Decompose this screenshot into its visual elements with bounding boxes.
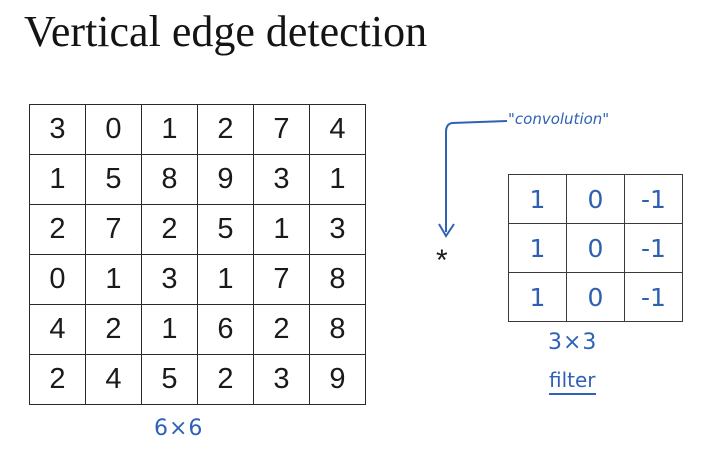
convolution-annotation: "convolution" [508, 110, 610, 128]
filter-matrix-cell: -1 [624, 174, 683, 224]
input-matrix-cell: 8 [309, 254, 366, 305]
input-matrix-cell: 5 [197, 204, 254, 255]
input-matrix-cell: 2 [29, 204, 86, 255]
filter-matrix-cell: 1 [508, 272, 567, 322]
filter-matrix-cell: -1 [624, 272, 683, 322]
convolution-arrow-head [438, 223, 455, 238]
input-matrix-cell: 5 [85, 154, 142, 205]
input-matrix-cell: 8 [141, 154, 198, 205]
input-matrix-cell: 7 [253, 104, 310, 155]
input-matrix-cell: 3 [253, 154, 310, 205]
input-matrix-cell: 1 [309, 154, 366, 205]
input-matrix-cell: 4 [309, 104, 366, 155]
input-matrix-cell: 3 [253, 354, 310, 405]
input-matrix-cell: 1 [141, 304, 198, 355]
input-matrix-cell: 3 [309, 204, 366, 255]
filter-matrix-cell: 0 [566, 174, 625, 224]
input-matrix-cell: 7 [85, 204, 142, 255]
filter-matrix-cell: -1 [624, 223, 683, 273]
input-matrix-cell: 7 [253, 254, 310, 305]
filter-size-label: 3×3 [548, 330, 598, 355]
input-matrix-cell: 4 [85, 354, 142, 405]
input-matrix-cell: 1 [29, 154, 86, 205]
convolution-operator: * [436, 244, 448, 277]
input-matrix-cell: 2 [253, 304, 310, 355]
filter-matrix-cell: 0 [566, 272, 625, 322]
input-matrix-cell: 9 [309, 354, 366, 405]
input-size-label: 6×6 [154, 416, 204, 441]
input-matrix-cell: 1 [85, 254, 142, 305]
input-matrix-cell: 2 [85, 304, 142, 355]
input-matrix-cell: 0 [85, 104, 142, 155]
slide-title: Vertical edge detection [24, 7, 428, 56]
filter-matrix-cell: 1 [508, 174, 567, 224]
filter-caption: filter [549, 368, 596, 395]
input-matrix-cell: 2 [197, 354, 254, 405]
input-matrix-cell: 6 [197, 304, 254, 355]
input-matrix-cell: 1 [197, 254, 254, 305]
input-matrix-cell: 2 [29, 354, 86, 405]
filter-matrix-cell: 0 [566, 223, 625, 273]
input-matrix-cell: 1 [253, 204, 310, 255]
input-matrix-cell: 5 [141, 354, 198, 405]
filter-matrix-cell: 1 [508, 223, 567, 273]
input-matrix-cell: 1 [141, 104, 198, 155]
input-matrix-cell: 9 [197, 154, 254, 205]
convolution-arrow-line [445, 120, 508, 232]
input-matrix-cell: 3 [29, 104, 86, 155]
